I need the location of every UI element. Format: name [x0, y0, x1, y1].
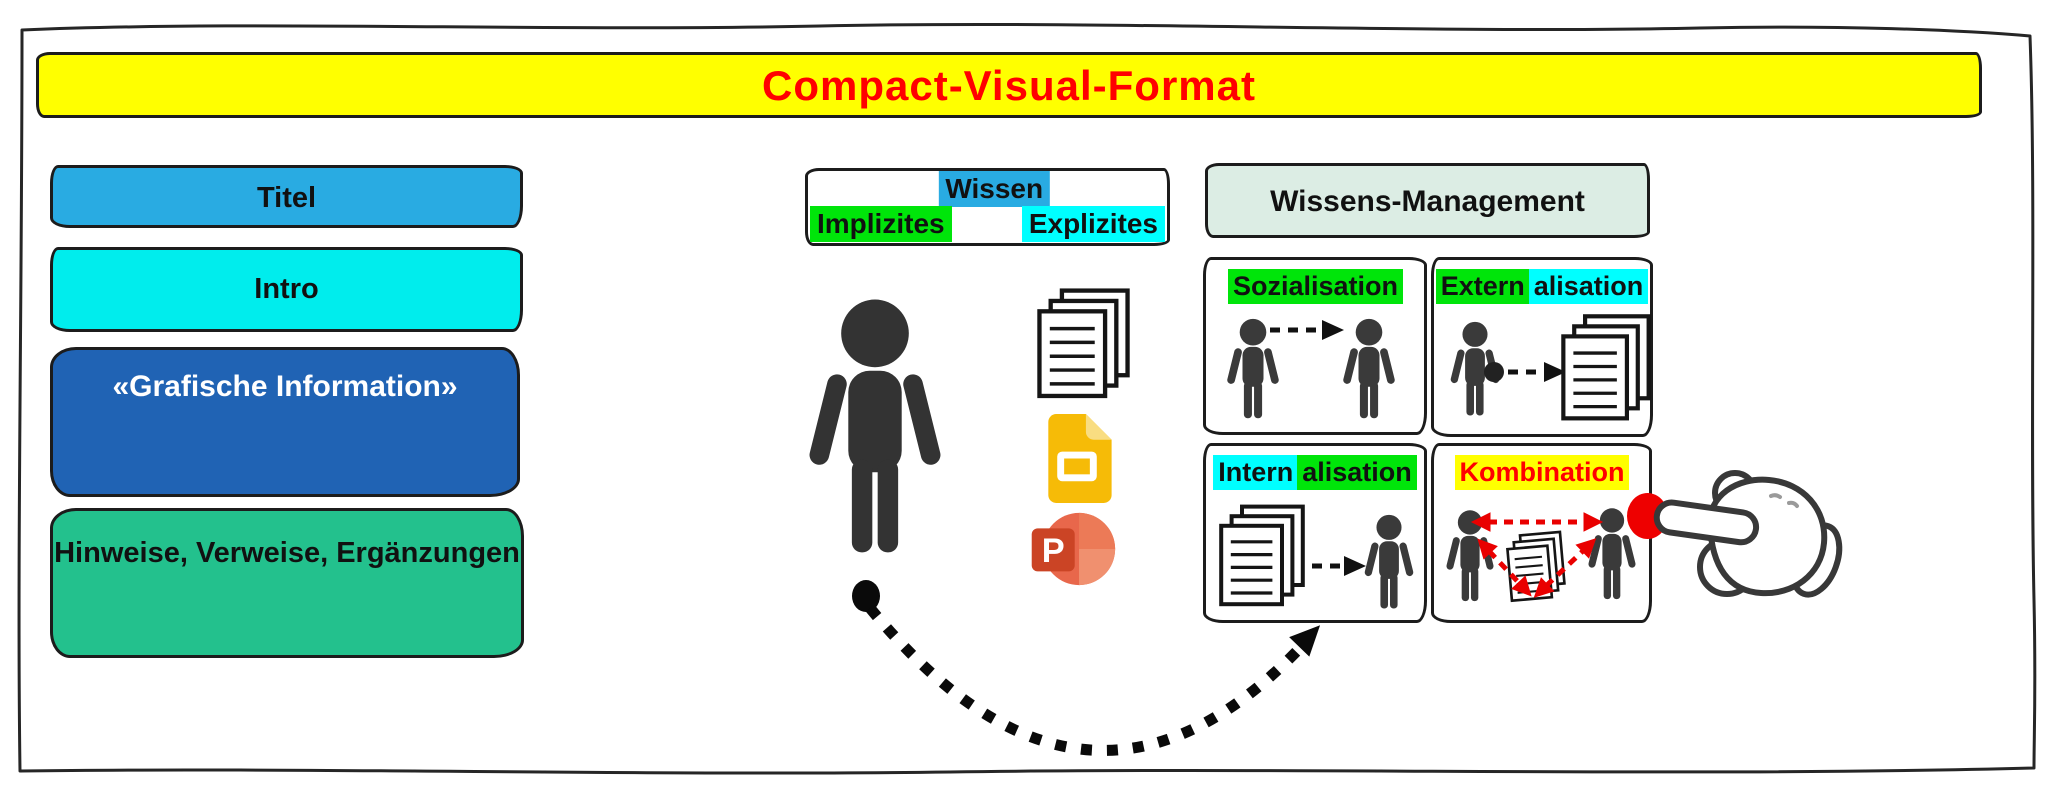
- kombination-label: Kombination: [1434, 455, 1649, 490]
- graphic-label: «Grafische Information»: [112, 370, 458, 403]
- intro-label: Intro: [254, 273, 319, 305]
- quadrant-kombination: Kombination: [1431, 443, 1652, 623]
- titel-label: Titel: [256, 182, 317, 214]
- pointing-hand-icon[interactable]: [1653, 463, 1848, 603]
- wissen-box: Wissen Implizites Explizites: [805, 168, 1170, 246]
- wissens-management-header: Wissens-Management: [1205, 163, 1650, 238]
- template-box-intro: Intro: [50, 247, 523, 332]
- svg-text:P: P: [1042, 532, 1065, 570]
- google-slides-icon: [1048, 414, 1112, 503]
- powerpoint-icon: P: [1031, 512, 1116, 586]
- documents-icon: [1036, 286, 1131, 404]
- quadrant-sozialisation: Sozialisation: [1203, 257, 1427, 435]
- title-banner: Compact-Visual-Format: [36, 52, 1982, 118]
- sozialisation-label: Sozialisation: [1206, 269, 1424, 304]
- template-box-graphic: «Grafische Information»: [50, 347, 520, 497]
- explizites-label: Explizites: [1021, 206, 1165, 242]
- notes-label: Hinweise, Verweise, Ergänzungen: [54, 537, 520, 569]
- wissens-management-label: Wissens-Management: [1270, 185, 1585, 218]
- wissen-label: Wissen: [938, 171, 1051, 207]
- person-icon: [807, 299, 943, 553]
- template-box-titel: Titel: [50, 165, 523, 228]
- page-title: Compact-Visual-Format: [762, 62, 1256, 109]
- implizites-label: Implizites: [810, 206, 952, 242]
- template-box-notes: Hinweise, Verweise, Ergänzungen: [50, 508, 524, 658]
